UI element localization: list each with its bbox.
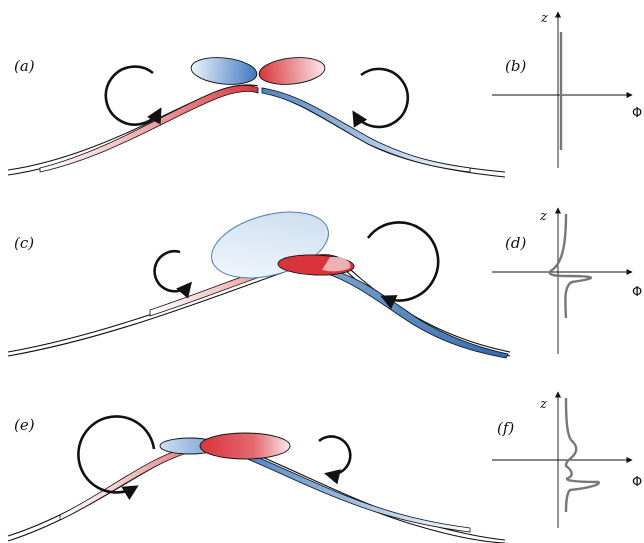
z-axis-label: z [539,209,547,224]
circulation-arrow-clockwise [153,250,192,299]
phi-axis-label: Φ [632,475,642,490]
red-ellipse-highlight [322,256,351,272]
blue-cell-ellipse [190,57,258,85]
panel-a: (a) [7,57,506,178]
large-cell-ellipse [211,211,329,279]
circulation-arrow-clockwise [77,415,156,501]
panel-a-label: (a) [14,57,35,75]
panel-d: (d) z Φ [492,207,642,354]
phi-axis-label: Φ [632,106,642,121]
z-axis-label: z [539,397,547,412]
circulation-arrow-counterclockwise [352,67,410,129]
surface-line [7,84,259,171]
blue-flank-band [244,451,471,533]
z-axis-label: z [540,11,548,26]
red-cell-ellipse [199,432,291,460]
panel-b-label: (b) [505,57,526,75]
panel-f: (f) z Φ [492,391,642,528]
panel-b: (b) z Φ [492,11,642,168]
red-flank-band [39,84,259,173]
panel-d-label: (d) [505,234,526,252]
panel-e: (e) [7,415,506,543]
panel-c: (c) [7,211,511,359]
profile-curve [564,397,600,513]
panel-c-label: (c) [14,234,34,252]
circulation-arrow-counterclockwise [366,221,440,310]
panel-f-label: (f) [497,419,514,437]
red-cell-ellipse [258,57,326,85]
circulation-arrow-clockwise [104,65,162,126]
circulation-arrow-counterclockwise [318,435,352,485]
panel-e-label: (e) [14,416,35,434]
phi-axis-label: Φ [632,285,642,300]
profile-curve [548,213,592,319]
blue-flank-band [261,87,471,173]
